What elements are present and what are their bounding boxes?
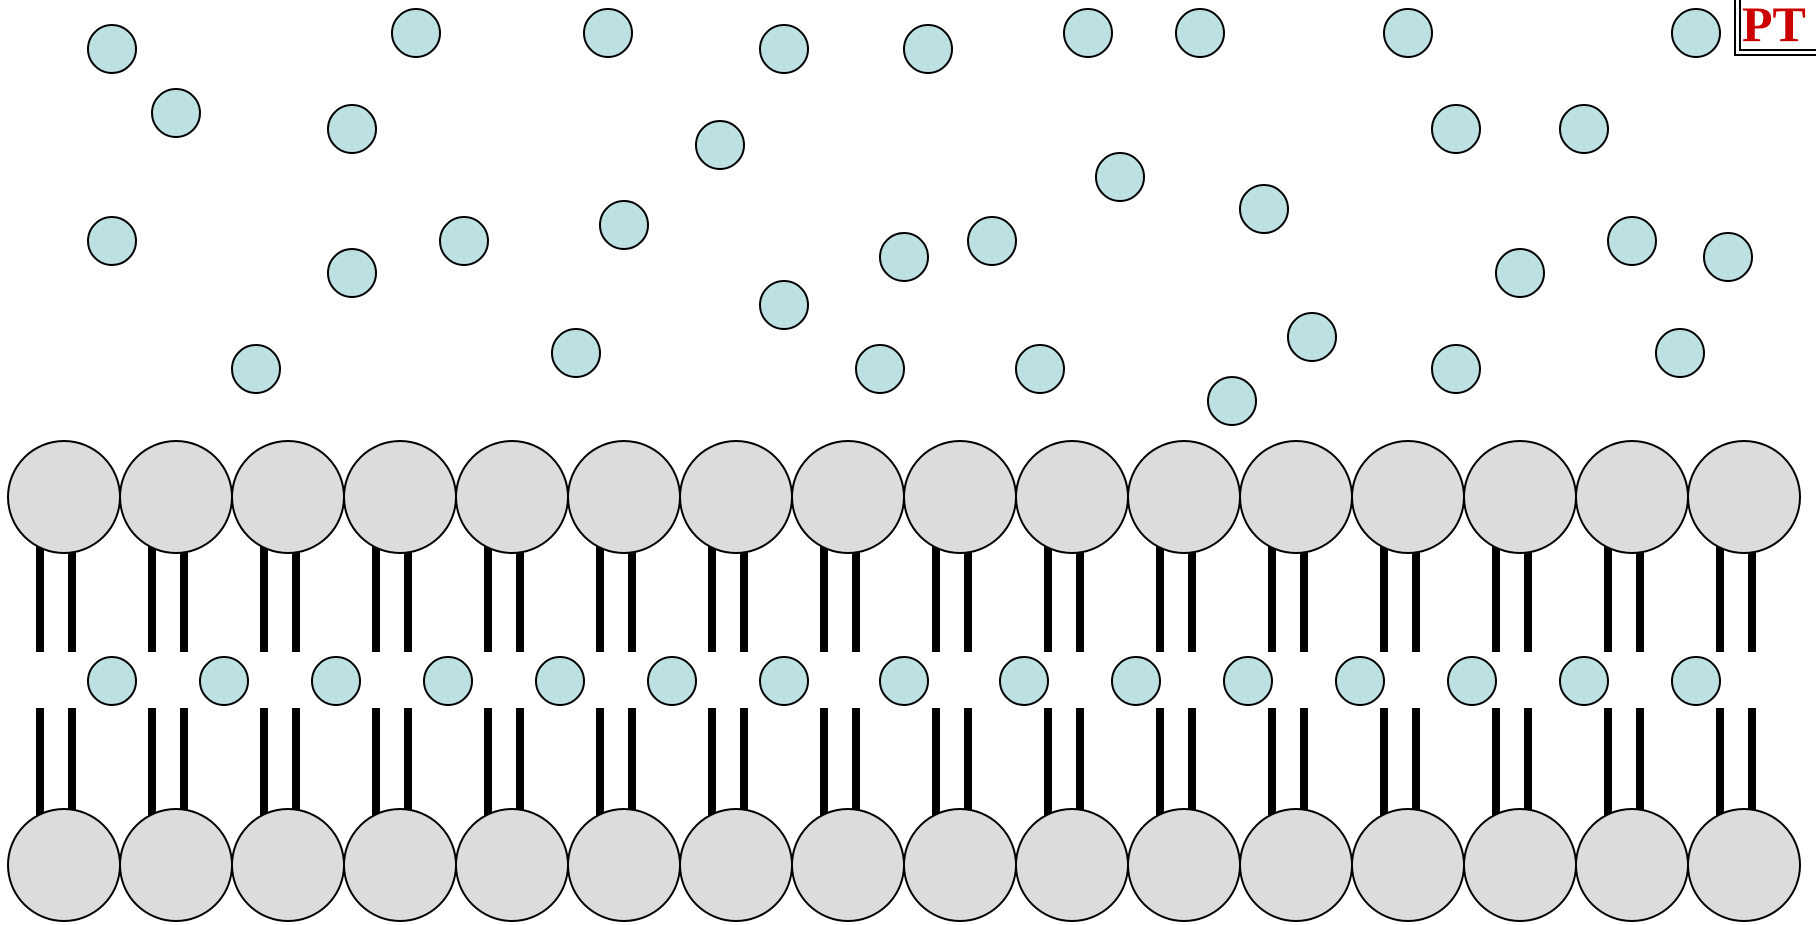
- phospholipid-head: [1575, 440, 1689, 554]
- phospholipid-head: [791, 808, 905, 922]
- free-molecule: [1287, 312, 1337, 362]
- free-molecule: [967, 216, 1017, 266]
- free-molecule: [439, 216, 489, 266]
- intramembrane-molecule: [311, 656, 361, 706]
- free-molecule: [87, 216, 137, 266]
- free-molecule: [1671, 8, 1721, 58]
- phospholipid-head: [1239, 440, 1353, 554]
- intramembrane-molecule: [759, 656, 809, 706]
- phospholipid-head: [1015, 808, 1129, 922]
- free-molecule: [1431, 344, 1481, 394]
- free-molecule: [855, 344, 905, 394]
- intramembrane-molecule: [647, 656, 697, 706]
- free-molecule: [879, 232, 929, 282]
- logo: PT: [1734, 0, 1816, 56]
- phospholipid-head: [231, 808, 345, 922]
- logo-frame: [1739, 0, 1816, 51]
- free-molecule: [1655, 328, 1705, 378]
- free-molecule: [695, 120, 745, 170]
- phospholipid-head: [7, 440, 121, 554]
- free-molecule: [759, 24, 809, 74]
- free-molecule: [1207, 376, 1257, 426]
- phospholipid-head: [679, 808, 793, 922]
- free-molecule: [1383, 8, 1433, 58]
- logo-text: PT: [1742, 0, 1806, 52]
- phospholipid-head: [1463, 440, 1577, 554]
- free-molecule: [903, 24, 953, 74]
- phospholipid-head: [903, 808, 1017, 922]
- top-phospholipid-layer: [7, 440, 1801, 652]
- free-molecule: [1015, 344, 1065, 394]
- free-molecule: [1095, 152, 1145, 202]
- intramembrane-molecule: [87, 656, 137, 706]
- phospholipid-head: [1687, 808, 1801, 922]
- intramembrane-molecule: [199, 656, 249, 706]
- free-molecule: [151, 88, 201, 138]
- phospholipid-head: [455, 808, 569, 922]
- phospholipid-head: [567, 808, 681, 922]
- phospholipid-head: [343, 440, 457, 554]
- phospholipid-head: [119, 808, 233, 922]
- free-molecule: [391, 8, 441, 58]
- free-molecule: [759, 280, 809, 330]
- free-molecule: [327, 104, 377, 154]
- intramembrane-molecule: [1111, 656, 1161, 706]
- bottom-phospholipid-layer: [7, 708, 1801, 922]
- phospholipid-head: [1015, 440, 1129, 554]
- phospholipid-head: [567, 440, 681, 554]
- free-molecule: [1703, 232, 1753, 282]
- free-molecule: [599, 200, 649, 250]
- phospholipid-head: [231, 440, 345, 554]
- phospholipid-head: [1127, 440, 1241, 554]
- intramembrane-molecule: [879, 656, 929, 706]
- intramembrane-molecules-group: [87, 656, 1721, 706]
- free-molecule: [1239, 184, 1289, 234]
- intramembrane-molecule: [1335, 656, 1385, 706]
- phospholipid-head: [1239, 808, 1353, 922]
- phospholipid-head: [1127, 808, 1241, 922]
- free-molecule: [551, 328, 601, 378]
- intramembrane-molecule: [999, 656, 1049, 706]
- phospholipid-head: [1351, 808, 1465, 922]
- free-molecule: [1495, 248, 1545, 298]
- intramembrane-molecule: [1223, 656, 1273, 706]
- phospholipid-head: [343, 808, 457, 922]
- intramembrane-molecule: [1559, 656, 1609, 706]
- phospholipid-head: [7, 808, 121, 922]
- phospholipid-head: [455, 440, 569, 554]
- free-molecules-group: [87, 8, 1753, 426]
- free-molecule: [1431, 104, 1481, 154]
- intramembrane-molecule: [423, 656, 473, 706]
- intramembrane-molecule: [1671, 656, 1721, 706]
- phospholipid-head: [1575, 808, 1689, 922]
- phospholipid-head: [1463, 808, 1577, 922]
- free-molecule: [1063, 8, 1113, 58]
- free-molecule: [1175, 8, 1225, 58]
- intramembrane-molecule: [535, 656, 585, 706]
- free-molecule: [231, 344, 281, 394]
- phospholipid-head: [1687, 440, 1801, 554]
- phospholipid-head: [1351, 440, 1465, 554]
- free-molecule: [327, 248, 377, 298]
- phospholipid-head: [119, 440, 233, 554]
- free-molecule: [1607, 216, 1657, 266]
- free-molecule: [87, 24, 137, 74]
- phospholipid-head: [903, 440, 1017, 554]
- free-molecule: [1559, 104, 1609, 154]
- free-molecule: [583, 8, 633, 58]
- phospholipid-head: [679, 440, 793, 554]
- phospholipid-head: [791, 440, 905, 554]
- intramembrane-molecule: [1447, 656, 1497, 706]
